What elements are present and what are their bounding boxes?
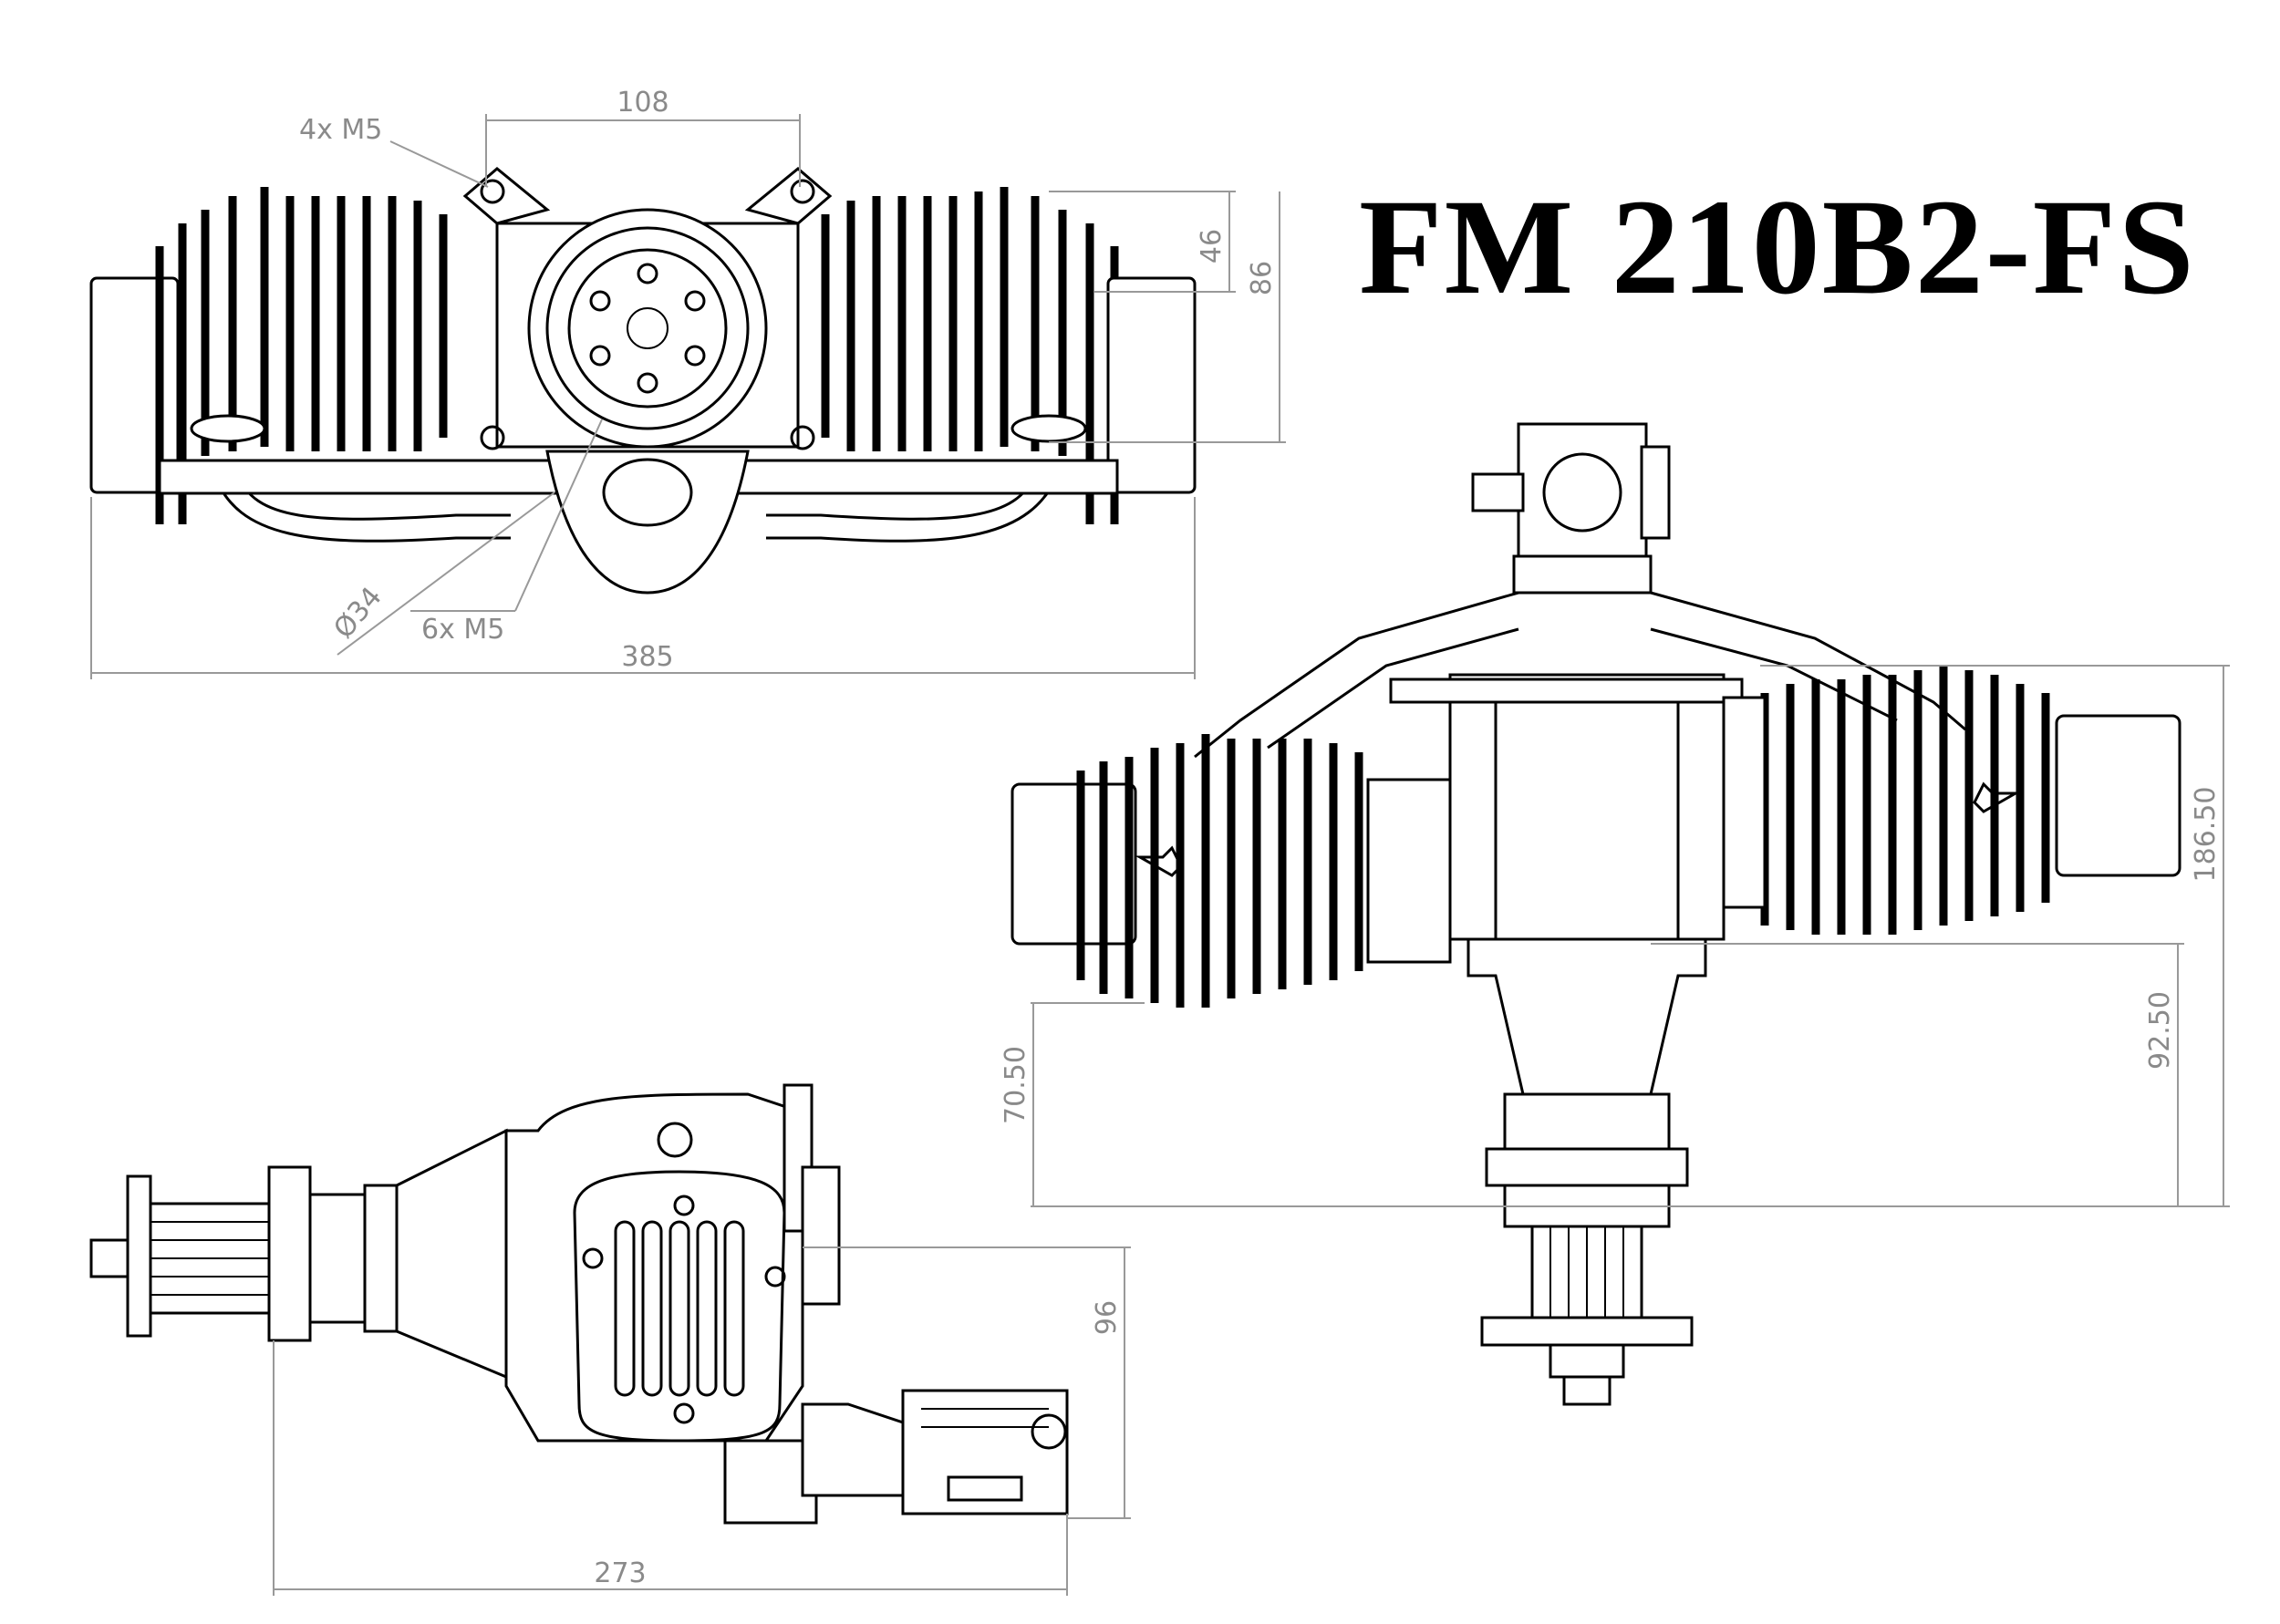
dim-273: 273 [594, 1557, 646, 1589]
side-prop-hub-bolts [149, 1202, 271, 1315]
side-valve-cover-fins [614, 1220, 745, 1397]
top-prop-washer [1480, 1316, 1694, 1347]
front-left-cylinder-fins [155, 187, 448, 524]
side-view: 96 273 [89, 1083, 1131, 1596]
top-view: 186.50 92.50 70.50 [1000, 422, 2230, 1406]
side-prop-flange [267, 1165, 312, 1342]
top-right-head-cover [2055, 714, 2182, 877]
side-bottom-mount [723, 1439, 818, 1525]
dim-4x-m5: 4x M5 [299, 114, 382, 146]
dim-46: 46 [1196, 229, 1228, 264]
top-left-barrel-base [1366, 778, 1452, 964]
side-shaft-end [89, 1238, 130, 1278]
side-gearbox [395, 1128, 508, 1380]
dim-385: 385 [621, 641, 673, 673]
dim-186-50: 186.50 [2190, 787, 2222, 883]
top-right-spark-plug [1973, 781, 2021, 813]
top-prop-flange [1503, 1092, 1671, 1151]
front-mount-ear-left [462, 167, 551, 225]
front-right-exhaust [766, 473, 1060, 543]
dim-diameter-34: Ø34 [327, 581, 389, 645]
dim-108: 108 [617, 87, 668, 119]
front-right-cover [1106, 276, 1197, 494]
top-gearbox [1466, 937, 1707, 1096]
dim-86: 86 [1246, 261, 1278, 295]
top-right-cylinder-fins [1760, 666, 2050, 935]
top-left-spark-plug [1135, 845, 1183, 877]
dim-92-50: 92.50 [2144, 991, 2176, 1070]
front-left-exhaust [212, 473, 511, 543]
top-intake-right [1650, 591, 1966, 731]
front-prop-hub [527, 208, 768, 449]
top-left-head-cover [1010, 782, 1137, 946]
top-intake-left [1194, 591, 1519, 759]
leader-diameter-34 [337, 491, 555, 656]
model-title: FM 210B2-FS [1359, 171, 2196, 323]
leader-4x-m5 [389, 140, 489, 188]
front-view: 108 4x M5 46 86 Ø34 6x M5 385 [89, 87, 1286, 679]
side-prop-washer [126, 1174, 152, 1338]
front-shaft-nut [627, 307, 668, 349]
top-left-cylinder-fins [1076, 734, 1363, 1008]
front-hub-bolts [589, 263, 706, 394]
top-shaft-end [1562, 1375, 1612, 1406]
leader-6x-m5 [514, 419, 603, 612]
front-logo-plate [602, 458, 693, 527]
dim-70-50: 70.50 [1000, 1046, 1031, 1124]
dim-6x-m5: 6x M5 [421, 614, 504, 646]
top-ignition-box [1517, 422, 1648, 563]
top-crankcase [1448, 673, 1726, 941]
front-mount-ear-right [744, 167, 833, 225]
side-valve-cover [573, 1170, 786, 1443]
dim-96: 96 [1091, 1300, 1123, 1335]
